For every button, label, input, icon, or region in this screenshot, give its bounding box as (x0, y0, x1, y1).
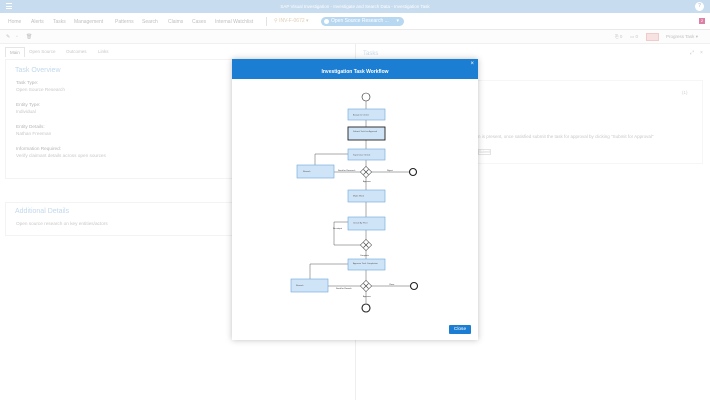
expand-icon[interactable]: ⤢ (690, 50, 695, 56)
end-event-close (409, 281, 419, 291)
edge-label: Send for Research (338, 169, 356, 172)
comments-count: 0 (635, 34, 639, 39)
notification-badge[interactable]: 2 (699, 18, 705, 24)
edge-label: Approve (363, 295, 372, 298)
field-label: Task Type: (16, 80, 39, 85)
task-node-label: Rework (296, 284, 304, 287)
field-label: Entity Type: (16, 102, 41, 107)
nav-divider (266, 17, 267, 26)
nav-claims[interactable]: Claims (168, 18, 184, 25)
field-label: Information Required: (16, 146, 62, 151)
submit-button[interactable]: Submit (478, 149, 491, 155)
tasks-count: (1) (682, 90, 688, 95)
save-icon[interactable]: ▫ (16, 34, 18, 40)
field-value: Individual (16, 109, 36, 114)
tab-outcomes[interactable]: Outcomes (66, 49, 87, 54)
nav-alerts[interactable]: Alerts (31, 18, 44, 25)
flag-button[interactable] (646, 33, 659, 41)
comments-indicator[interactable]: ▭ 0 (630, 34, 639, 39)
tab-open-source[interactable]: Open Source (29, 49, 56, 54)
task-node-label: Submit Task for Approval (353, 130, 378, 133)
nav-tasks[interactable]: Tasks (53, 18, 66, 25)
workflow-diagram: Assign to Owner Submit Task for Approval… (290, 92, 419, 313)
case-id: INV-F-0672 (279, 18, 305, 24)
task-node[interactable]: Rework (296, 164, 335, 179)
nav-home[interactable]: Home (8, 18, 22, 25)
help-icon[interactable]: ? (695, 2, 704, 11)
task-node[interactable]: Assign to Owner (347, 108, 386, 121)
task-node-label: Check By Peer (353, 222, 368, 225)
title-bar: SAP Visual Investigation - Investigate a… (0, 0, 710, 13)
window-title: SAP Visual Investigation - Investigate a… (280, 3, 430, 9)
start-event (361, 92, 371, 102)
nav-cases[interactable]: Cases (192, 18, 207, 25)
field-label: Entity Details: (16, 124, 45, 129)
approval-instruction: n is present, once satisfied submit the … (478, 134, 654, 139)
attachments-indicator[interactable]: ⎘ 0 (615, 34, 623, 39)
pill-dropdown-icon[interactable]: ▾ (396, 18, 399, 24)
task-node-label: Make Work (353, 195, 365, 198)
tab-links[interactable]: Links (98, 49, 109, 54)
additional-details-text: Open source research on key entities/act… (16, 221, 108, 226)
dialog-header: Investigation Task Workflow × (232, 59, 478, 79)
task-node[interactable]: Supervisor Check (347, 148, 386, 161)
edge-label: No output (333, 227, 342, 230)
end-event-reject (408, 167, 418, 177)
close-button[interactable]: Close (449, 325, 471, 334)
dialog-title: Investigation Task Workflow (321, 69, 389, 75)
additional-details-heading: Additional Details (15, 208, 70, 215)
gateway-peer (359, 238, 373, 252)
nav-patterns[interactable]: Patterns (115, 18, 134, 25)
nav-management[interactable]: Management (74, 18, 104, 25)
field-value: Nathan Freeman (16, 131, 52, 136)
nav-internal-watchlist[interactable]: Internal Watchlist (215, 18, 254, 25)
edge-label: Send for Rework (336, 287, 352, 290)
task-node-label: Approve Task Completion (353, 262, 379, 265)
edge-label: Approve (363, 180, 372, 183)
close-panel-icon[interactable]: × (700, 50, 703, 56)
case-breadcrumb[interactable]: ⚲ INV-F-0672 ▾ (274, 18, 309, 24)
workflow-dialog: Investigation Task Workflow × (232, 59, 478, 340)
edit-icon[interactable]: ✎ (6, 34, 11, 40)
tab-main[interactable]: Main (5, 47, 25, 57)
field-value: Verify claimant details across open sour… (16, 153, 106, 158)
task-node-label: Supervisor Check (353, 154, 371, 157)
task-status-icon (324, 19, 329, 24)
active-task-label: Open Source Research ... (331, 18, 389, 24)
task-overview-heading: Task Overview (15, 67, 61, 74)
task-node-label: Assign to Owner (353, 114, 369, 117)
nav-search[interactable]: Search (142, 18, 158, 25)
active-task-tab[interactable]: Open Source Research ... ▾ (321, 17, 404, 26)
edge-label: Complete (360, 254, 370, 257)
dialog-close-icon[interactable]: × (470, 61, 474, 67)
hamburger-menu-icon[interactable] (6, 3, 12, 9)
task-node-label: Rework (303, 170, 311, 173)
field-value: Open Source Research (16, 87, 65, 92)
delete-icon[interactable]: 🗑 (26, 34, 33, 40)
task-node[interactable]: Check By Peer (347, 216, 386, 231)
attachments-count: 0 (619, 34, 623, 39)
gateway-final (359, 279, 373, 293)
task-toolbar: ✎ ▫ 🗑 ⎘ 0 ▭ 0 Progress Task ▾ (0, 30, 710, 44)
progress-task-button[interactable]: Progress Task ▾ (666, 34, 698, 39)
task-node[interactable]: Submit Task for Approval (347, 126, 386, 141)
edge-label: Reject (387, 169, 393, 172)
end-event-approve (361, 303, 371, 313)
nav-bar: Home Alerts Tasks Management Patterns Se… (0, 13, 710, 30)
edge-label: Close (389, 284, 395, 286)
progress-task-label: Progress Task (666, 34, 695, 39)
task-node[interactable]: Make Work (347, 189, 386, 203)
task-node[interactable]: Rework (290, 278, 329, 293)
tasks-heading: Tasks (363, 51, 379, 57)
task-node[interactable]: Approve Task Completion (347, 258, 386, 271)
gateway-review (359, 165, 373, 179)
